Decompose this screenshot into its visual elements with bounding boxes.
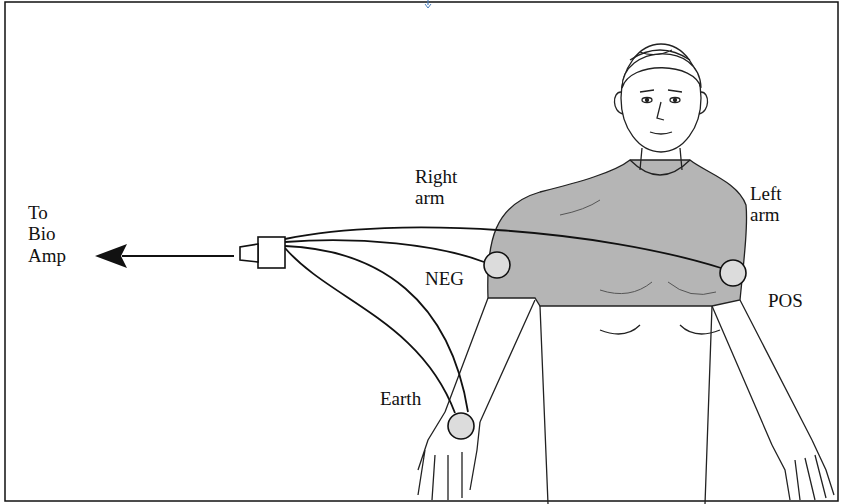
- ground-label: Earth: [380, 388, 421, 409]
- lead-wires: [285, 227, 721, 413]
- polarity-label: NEG: [425, 268, 464, 289]
- polarity-label: POS: [768, 290, 803, 311]
- electrode-site-label: Left arm: [750, 183, 782, 226]
- electrodes: [448, 252, 746, 439]
- output-arrow: [95, 244, 234, 268]
- page-mark: [425, 0, 431, 8]
- connector-plug: [240, 237, 285, 268]
- body-outline: [418, 298, 834, 504]
- electrode-site-label: Right arm: [415, 166, 457, 209]
- head: [614, 44, 707, 170]
- frame: [5, 2, 838, 501]
- output-label: To Bio Amp: [28, 202, 66, 266]
